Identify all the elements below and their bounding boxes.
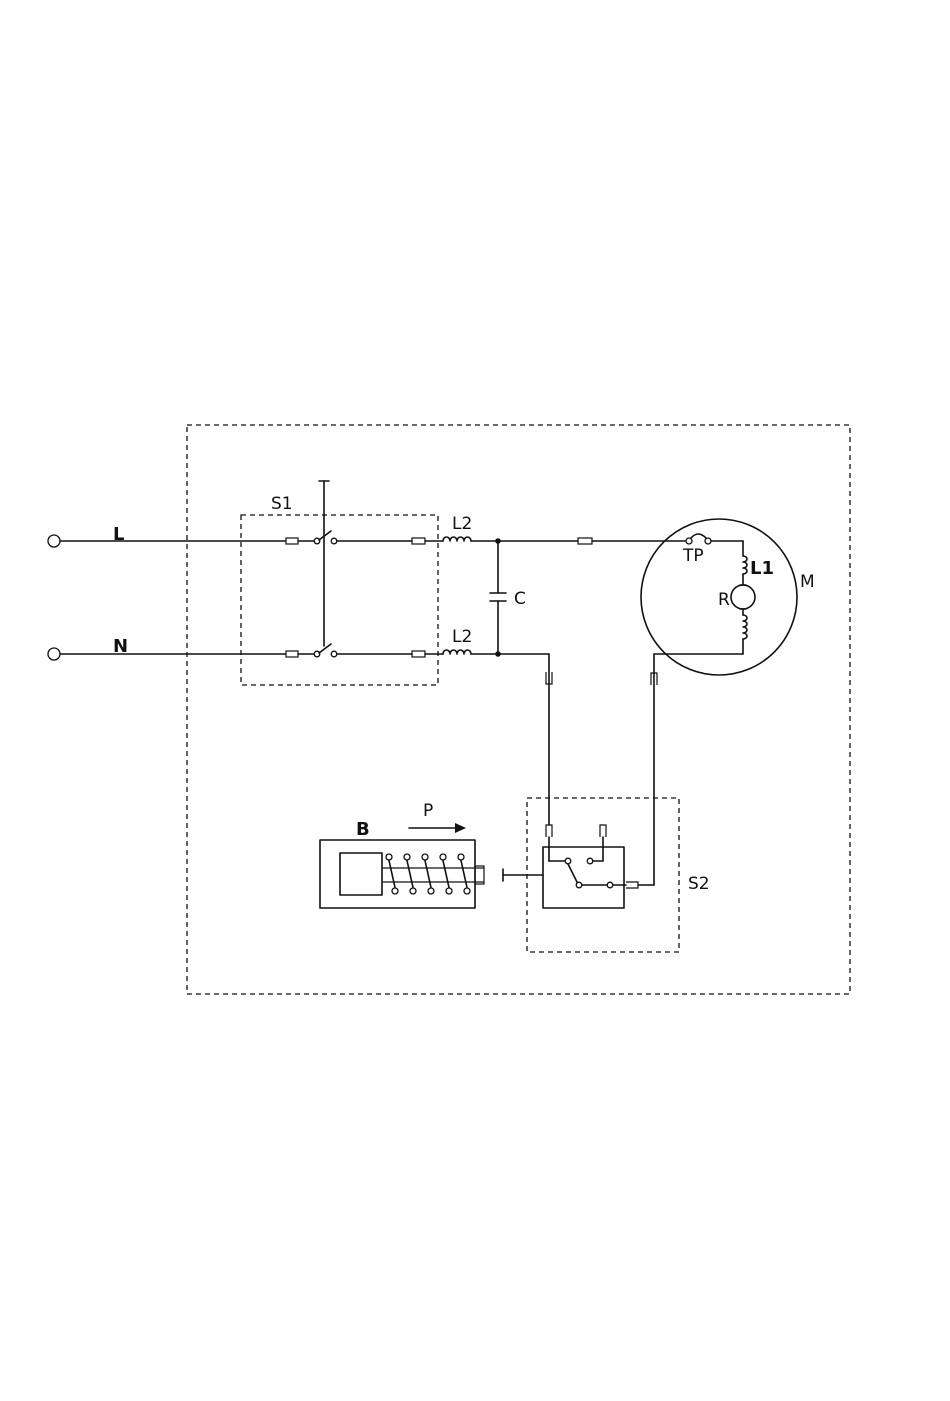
s2-common-terminal [546, 825, 552, 837]
motor-feed-connector [578, 538, 592, 544]
spring-coil-1 [386, 854, 392, 860]
spring-coil-5 [458, 854, 464, 860]
s2-no-terminal [600, 825, 606, 837]
motor: M TP L1 R [641, 519, 815, 675]
spring-coil-10 [464, 888, 470, 894]
s1-top-out-connector [412, 538, 425, 544]
inductor-bottom-label: L2 [452, 627, 472, 647]
neutral-terminal [48, 648, 60, 660]
spring-coil-8 [428, 888, 434, 894]
s1-bottom-in-connector [286, 651, 298, 657]
inductor-top [443, 537, 471, 541]
line-terminal [48, 535, 60, 547]
rotor [731, 585, 755, 609]
force-arrow-head [455, 823, 466, 833]
spring-coil-6 [392, 888, 398, 894]
s2-blade [568, 864, 577, 882]
force-label: P [423, 801, 433, 821]
block-label: B [356, 819, 370, 840]
spring-coil-2 [404, 854, 410, 860]
s2-common-contact [565, 858, 571, 864]
switch-s2-body [543, 847, 624, 908]
s1-top-contact-b [331, 538, 337, 544]
s2-output-terminal [626, 882, 638, 888]
motor-winding-lower [743, 615, 747, 639]
s2-output-contact [607, 882, 613, 888]
switch-s2: S2 [503, 798, 710, 952]
thermal-protector-bimetal [691, 534, 706, 538]
thermal-protector-label: TP [682, 546, 704, 566]
spring-coil-9 [446, 888, 452, 894]
spring-coil-3 [422, 854, 428, 860]
s1-bottom-contact-b [331, 651, 337, 657]
motor-label: M [800, 572, 815, 592]
s1-top-blade [319, 531, 331, 540]
s1-bottom-blade [319, 644, 331, 653]
thermal-protector-contact-a [686, 538, 692, 544]
block-housing [320, 840, 475, 908]
s1-bottom-out-connector [412, 651, 425, 657]
spring-rod-end [475, 866, 484, 884]
rotor-label: R [718, 590, 730, 610]
capacitor-label: C [514, 589, 526, 609]
block-b: B [320, 819, 484, 908]
s2-pivot-contact [576, 882, 582, 888]
spring-coils [388, 856, 468, 892]
spring-coil-7 [410, 888, 416, 894]
motor-winding-label: L1 [750, 558, 774, 579]
thermal-protector-contact-b [705, 538, 711, 544]
line-label: L [113, 524, 124, 545]
inductor-top-label: L2 [452, 514, 472, 534]
inductor-bottom [443, 650, 471, 654]
spring-coil-4 [440, 854, 446, 860]
switch-s1-label: S1 [271, 494, 293, 514]
s1-top-in-connector [286, 538, 298, 544]
motor-winding-l1 [743, 556, 747, 574]
s2-nc-contact [587, 858, 593, 864]
switch-s2-label: S2 [688, 874, 710, 894]
block-core [340, 853, 382, 895]
